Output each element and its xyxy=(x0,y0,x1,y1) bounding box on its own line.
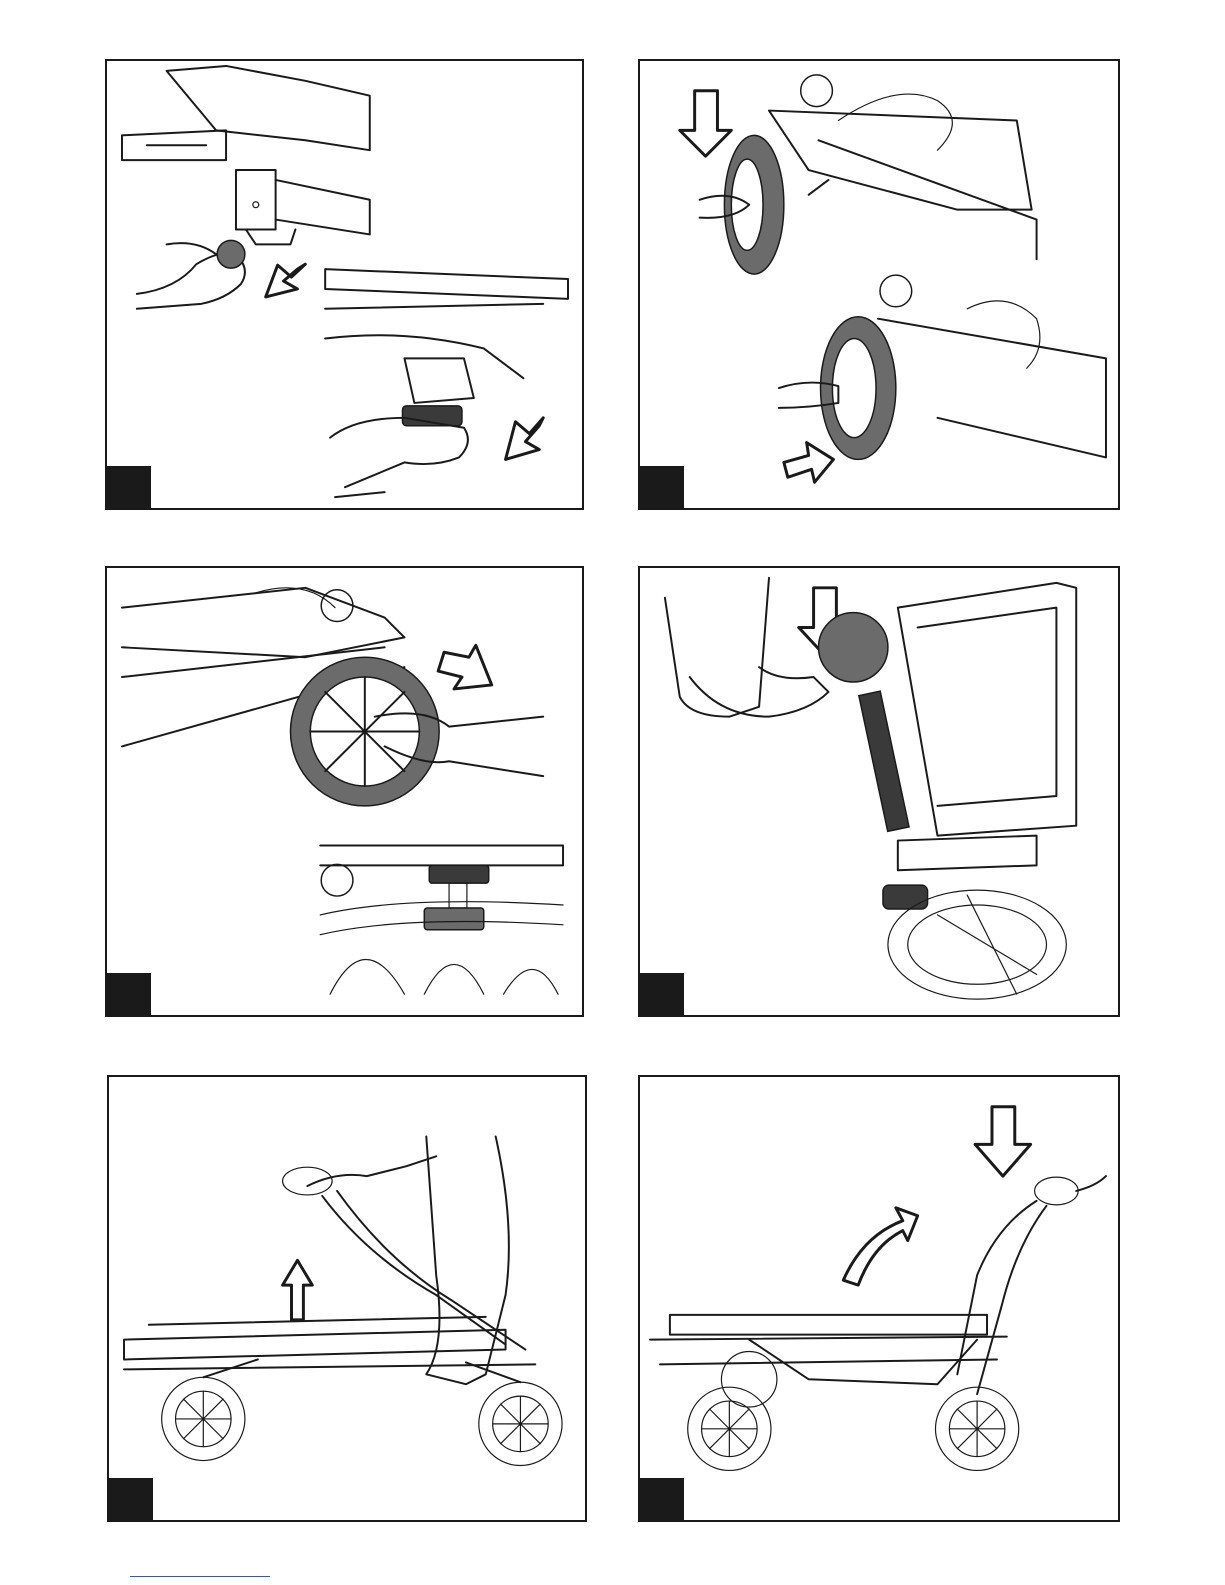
brake-pedal-icon xyxy=(883,885,928,909)
knob-icon xyxy=(217,240,245,268)
step-number-tab xyxy=(640,1478,684,1520)
instruction-panel-1 xyxy=(105,59,584,510)
arrow-down-icon xyxy=(680,91,732,156)
instruction-panel-4 xyxy=(638,566,1120,1017)
instruction-panel-6 xyxy=(638,1075,1120,1522)
curved-arrow-up-icon xyxy=(283,1260,313,1319)
arrow-down-left-icon xyxy=(506,418,544,460)
step-number-tab xyxy=(107,973,151,1015)
brake-rod-icon xyxy=(859,691,909,831)
instruction-panel-2 xyxy=(638,59,1120,510)
wheel-attach-illustration xyxy=(640,61,1118,508)
detail-marker-b xyxy=(880,275,912,307)
handlebar-icon xyxy=(1035,1177,1079,1205)
unfold-illustration xyxy=(109,1077,585,1520)
instruction-panel-3 xyxy=(105,566,584,1017)
brake-illustration xyxy=(640,568,1118,1015)
wheel-detach-illustration xyxy=(107,568,582,1015)
handlebar-icon xyxy=(283,1167,333,1195)
lock-handle-illustration xyxy=(640,1077,1118,1520)
step-number-tab xyxy=(640,973,684,1015)
curved-arrow-up-right-icon xyxy=(843,1208,917,1285)
footer-link-underline[interactable] xyxy=(130,1576,270,1577)
arrow-down-right-icon xyxy=(438,645,492,689)
instruction-panel-5 xyxy=(107,1075,587,1522)
step-number-tab xyxy=(640,466,684,508)
axle-detail-icon xyxy=(429,865,488,883)
step-number-tab xyxy=(107,466,151,508)
arrow-right-icon xyxy=(784,443,834,483)
wheel-icon xyxy=(819,613,888,682)
arrow-down-left-icon xyxy=(266,264,306,297)
frame-lever-illustration xyxy=(107,61,582,508)
step-number-tab xyxy=(109,1478,153,1520)
detail-marker-b xyxy=(321,864,353,896)
arrow-down-icon xyxy=(975,1107,1030,1176)
detail-marker-a xyxy=(801,75,833,107)
